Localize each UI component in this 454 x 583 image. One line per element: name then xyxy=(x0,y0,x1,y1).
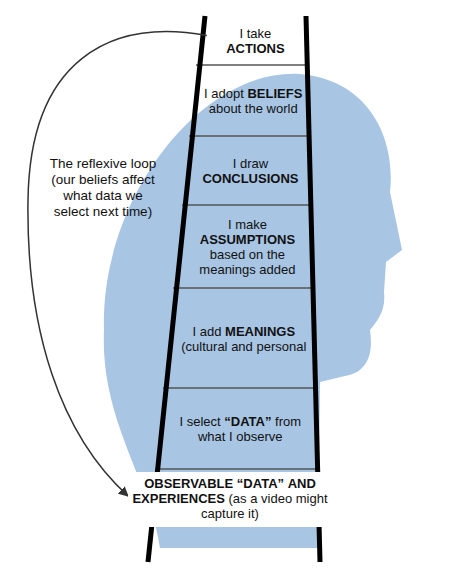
rung-text: I adopt BELIEFS about the world xyxy=(204,86,303,116)
ladder-rung-box: I select “DATA” from what I observe xyxy=(169,414,312,444)
rung-text: I take ACTIONS xyxy=(210,26,301,56)
ladder-rung-box: I draw CONCLUSIONS xyxy=(196,156,306,186)
ground-box: OBSERVABLE “DATA” AND EXPERIENCES (as a … xyxy=(128,472,332,527)
rung-text: I make ASSUMPTIONS based on the meanings… xyxy=(189,217,307,277)
ladder-rung-box: I make ASSUMPTIONS based on the meanings… xyxy=(188,217,308,277)
rung-text: I add MEANINGS (cultural and personal xyxy=(179,324,309,354)
rung-text: I draw CONCLUSIONS xyxy=(197,156,305,186)
ladder-rung-box: I take ACTIONS xyxy=(209,26,302,56)
rung-text: OBSERVABLE “DATA” AND EXPERIENCES (as a … xyxy=(132,476,328,521)
ladder-rung-box: I add MEANINGS (cultural and personal xyxy=(178,324,310,354)
ladder-rung-box: I adopt BELIEFS about the world xyxy=(203,86,304,116)
head-shape xyxy=(104,74,402,548)
reflexive-loop-arrow xyxy=(28,32,207,496)
rung-text: I select “DATA” from what I observe xyxy=(170,414,311,444)
loop-note: The reflexive loop (our beliefs affect w… xyxy=(44,156,162,220)
